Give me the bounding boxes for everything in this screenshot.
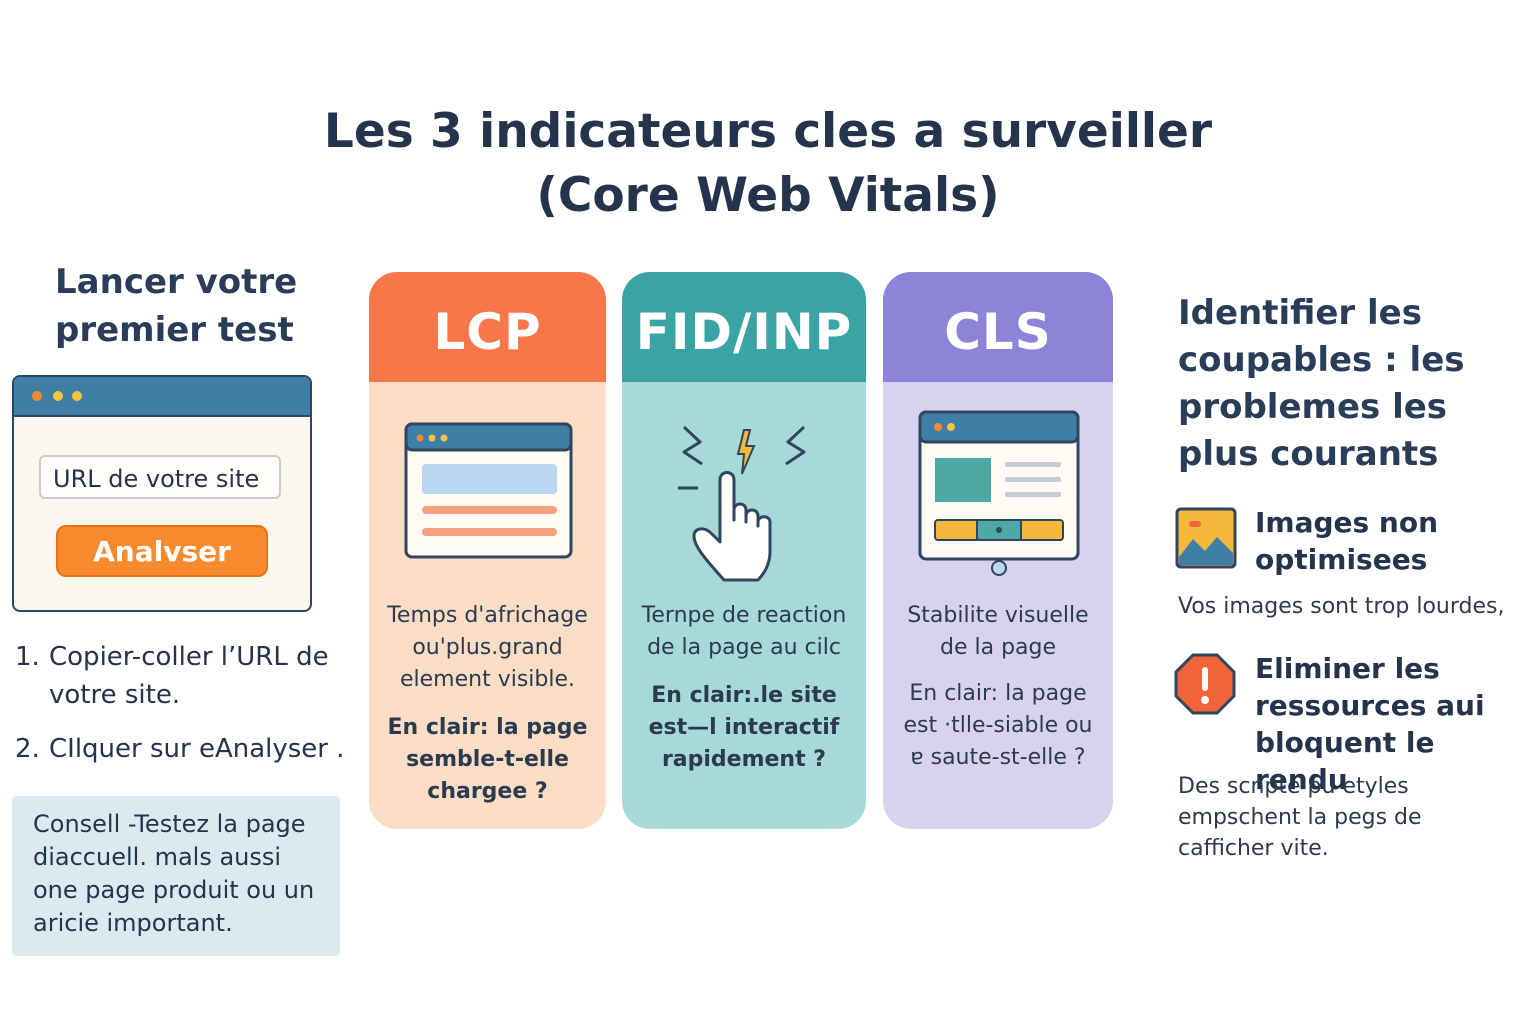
steps-list: 1. Copier-coller l’URL de votre site. 2.… bbox=[15, 638, 355, 768]
layout-shift-icon bbox=[883, 402, 1113, 592]
card-cls: CLS Stabilite visuelle de la page En cla… bbox=[883, 272, 1113, 829]
card-title: LCP bbox=[369, 272, 606, 382]
page-title: Les 3 indicateurs cles a surveiller (Cor… bbox=[0, 100, 1536, 228]
step-item: 1. Copier-coller l’URL de votre site. bbox=[15, 638, 355, 714]
step-text: CIlquer sur eAnalyser ๭. bbox=[49, 730, 345, 768]
first-test-heading: Lancer votre premier test bbox=[55, 258, 355, 354]
issue-description: Des scnpte pu etyles empschent la pegs d… bbox=[1178, 771, 1438, 864]
culprits-heading: Identifier les coupables : les problemes… bbox=[1178, 290, 1508, 478]
step-number: 2. bbox=[15, 730, 49, 768]
title-line-1: Les 3 indicateurs cles a surveiller bbox=[0, 100, 1536, 164]
title-line-2: (Core Web Vitals) bbox=[0, 164, 1536, 228]
step-text: Copier-coller l’URL de votre site. bbox=[49, 638, 355, 714]
tip-box: Consell -Testez la page diaccuell. mals … bbox=[12, 796, 340, 956]
window-dot-icon bbox=[32, 391, 42, 401]
card-description: Temps d'africhage ou'plus.grand element … bbox=[379, 600, 596, 696]
warning-icon bbox=[1174, 653, 1236, 715]
card-plain-explanation: En clair:.le site est—l interactif rapid… bbox=[636, 680, 852, 776]
card-title: FID/INP bbox=[622, 272, 866, 382]
step-number: 1. bbox=[15, 638, 49, 714]
url-input[interactable]: URL de votre site bbox=[39, 455, 281, 499]
card-plain-explanation: En clair: la page est ·tlle-siable ou ɐ … bbox=[897, 678, 1099, 774]
step-item: 2. CIlquer sur eAnalyser ๭. bbox=[15, 730, 355, 768]
browser-title-bar bbox=[14, 377, 310, 417]
image-icon bbox=[1175, 507, 1237, 569]
card-title: CLS bbox=[883, 272, 1113, 382]
issue-title: Images non optimisees bbox=[1255, 504, 1495, 578]
card-description: Ternpe de reaction de la page au cilc bbox=[632, 600, 856, 664]
card-plain-explanation: En clair: la page semble-t-elle chargee … bbox=[383, 712, 592, 808]
window-dot-icon bbox=[72, 391, 82, 401]
page-loading-icon bbox=[369, 402, 606, 592]
card-lcp: LCP Temps d'africhage ou'plus.grand elem… bbox=[369, 272, 606, 829]
window-dot-icon bbox=[53, 391, 63, 401]
analyze-button[interactable]: Analvser bbox=[56, 525, 268, 577]
browser-mockup: URL de votre site Analvser bbox=[12, 375, 312, 612]
issue-description: Vos images sont trop lourdes, bbox=[1178, 591, 1518, 622]
card-description: Stabilite visuelle de la page bbox=[893, 600, 1103, 664]
click-hand-icon bbox=[622, 402, 866, 592]
card-fid-inp: FID/INP Ternpe de reaction de la page au… bbox=[622, 272, 866, 829]
